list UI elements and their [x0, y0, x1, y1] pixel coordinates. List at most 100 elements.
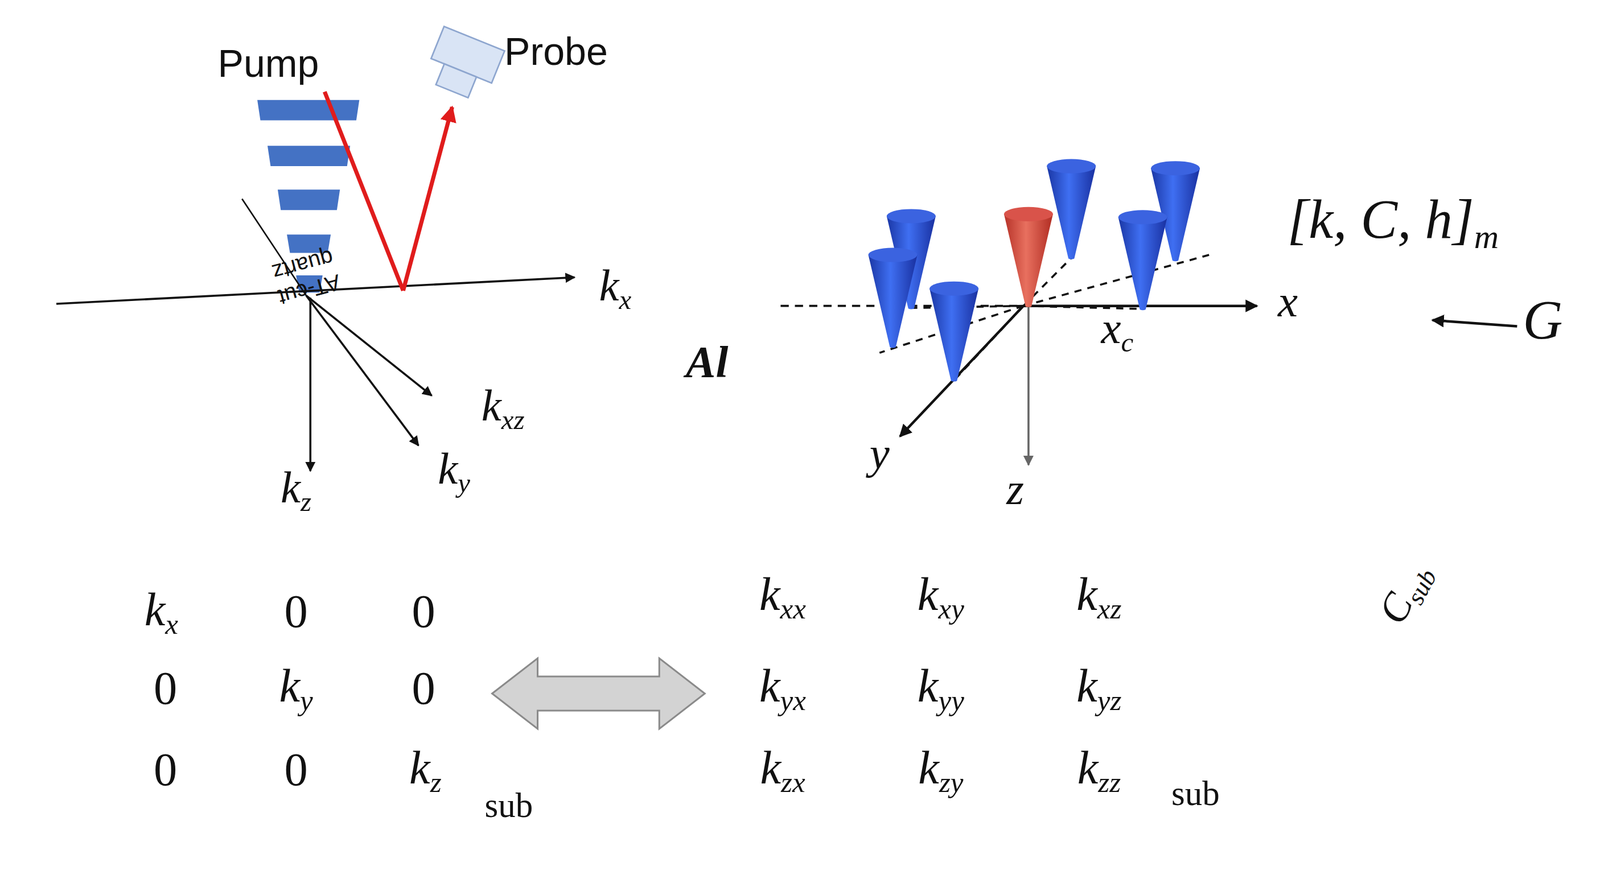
node-text: 0	[284, 585, 308, 640]
interface-label: G	[1523, 288, 1564, 352]
quartz-plate: AT-cut quartz	[93, 236, 541, 373]
beam-label: Pump	[217, 40, 319, 86]
text-anchor: kx	[144, 583, 179, 642]
text-anchor: [k, C, h]m	[1287, 187, 1499, 257]
node-text: 0	[284, 743, 308, 798]
cone-top	[1150, 161, 1200, 176]
axis-label: ky	[437, 443, 471, 500]
text-anchor: kyz	[1076, 659, 1122, 718]
outline-face	[93, 237, 541, 348]
text-anchor: kzx	[760, 741, 806, 800]
text-anchor: kxx	[759, 568, 806, 627]
text-anchor: xc	[1101, 302, 1134, 359]
probe-ray	[402, 107, 452, 291]
text-anchor: 0	[153, 661, 178, 717]
axis-label: xc	[1101, 302, 1134, 359]
metal-film: Al	[624, 249, 1468, 431]
x-axis-dashed	[780, 305, 1024, 308]
node-outline	[624, 249, 1468, 883]
text-anchor: ky	[278, 659, 313, 718]
full-tensor-matrix: kxxkxykxzkyxkyykyzkzxkzykzzsub	[717, 571, 1167, 812]
probe-cones	[868, 159, 1200, 382]
blue-cone	[868, 254, 918, 348]
outline-face	[118, 579, 130, 809]
cone-top	[868, 247, 918, 262]
math-text: kzy	[918, 741, 964, 800]
radial-dash	[1023, 306, 1143, 310]
text-anchor: Al	[685, 336, 729, 389]
text-anchor: G	[1523, 288, 1564, 352]
outline-face	[1316, 249, 1468, 431]
math-text: kxx	[759, 568, 806, 627]
kxz-axis	[306, 295, 432, 397]
text-anchor: kyy	[917, 659, 965, 718]
radial-dash	[953, 306, 1024, 381]
node-text: 0	[411, 661, 435, 717]
outline-face	[93, 252, 170, 373]
outline-face	[1150, 574, 1164, 799]
text-anchor: sub	[484, 786, 534, 826]
blue-cone	[886, 216, 936, 310]
cone-top	[1046, 159, 1096, 174]
text-anchor: 0	[411, 661, 435, 717]
math-text: kyz	[1076, 659, 1122, 718]
radial-dash	[879, 306, 1024, 353]
text-anchor: kx	[599, 260, 632, 316]
text-anchor: Pump	[217, 40, 319, 86]
math-text: kxy	[917, 568, 965, 627]
cone-top	[886, 208, 936, 224]
outline-face	[169, 316, 542, 373]
text-anchor: sub	[1171, 774, 1220, 814]
node-text: 0	[153, 661, 178, 717]
text-anchor: ky	[437, 443, 471, 500]
g-pointer	[1432, 320, 1518, 327]
pump-ray	[324, 91, 403, 291]
blue-cone	[1150, 168, 1200, 262]
outline-face	[624, 405, 1316, 431]
text-anchor: 0	[284, 743, 308, 798]
radial-dash	[1023, 257, 1072, 306]
outline-face	[624, 249, 1468, 405]
double-arrow-connector	[492, 658, 706, 730]
math-text: kx	[144, 583, 179, 642]
math-text: kxz	[1076, 568, 1122, 627]
text-anchor: 0	[411, 585, 435, 640]
z-axis	[1027, 306, 1030, 466]
outline-face	[1316, 277, 1468, 883]
math-text: Csub	[1368, 554, 1443, 634]
radial-dash	[911, 306, 1024, 309]
text-anchor: kz	[409, 741, 442, 800]
beam-stripe	[277, 189, 340, 211]
x-axis	[1023, 304, 1257, 307]
axis-label: kz	[280, 462, 312, 518]
detector-body	[430, 26, 505, 83]
beam-stripe	[267, 145, 351, 167]
node-text: 0	[153, 743, 178, 798]
node-text: AT-cut quartz	[250, 239, 363, 316]
node-text: sub	[1171, 774, 1220, 814]
node-outline	[624, 249, 1468, 431]
ky-axis	[306, 295, 419, 446]
text-anchor: kyx	[759, 659, 806, 718]
film-parameters: [k, C, h]m	[1287, 187, 1499, 257]
math-text: kzx	[760, 741, 806, 800]
detector-lens	[436, 63, 477, 98]
probe-detector	[422, 26, 505, 104]
outline-face	[463, 579, 475, 809]
kz-axis	[309, 297, 312, 472]
axis-label: z	[1006, 463, 1024, 516]
axis-label: x	[1277, 276, 1298, 328]
text-anchor: kxz	[1076, 568, 1122, 627]
math-text: kyy	[917, 659, 965, 718]
axis-label: kxz	[481, 380, 525, 437]
text-anchor: z	[1006, 463, 1024, 516]
text-anchor: 0	[153, 743, 178, 798]
text-anchor: kxz	[481, 380, 525, 437]
text-anchor: Csub	[1374, 568, 1438, 620]
math-text: Al	[685, 336, 729, 389]
text-anchor: kxy	[917, 568, 965, 627]
axis-label: kx	[599, 260, 632, 316]
